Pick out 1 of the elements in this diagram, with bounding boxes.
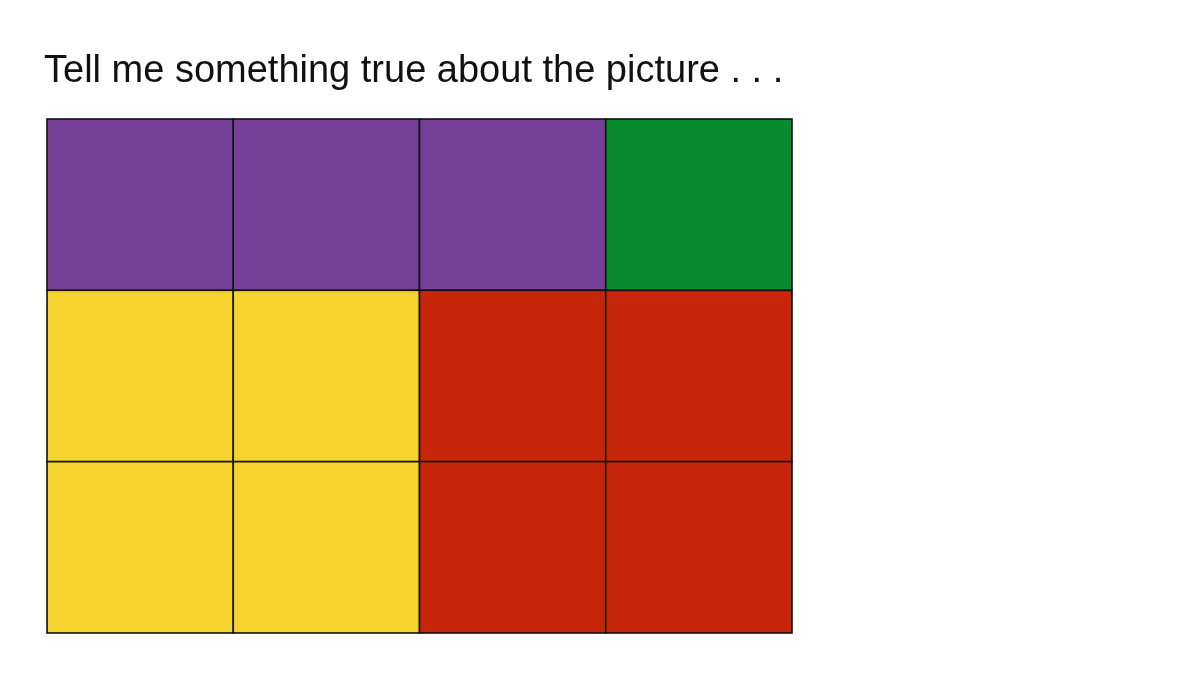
title: Tell me something true about the picture . . . — [44, 47, 784, 92]
